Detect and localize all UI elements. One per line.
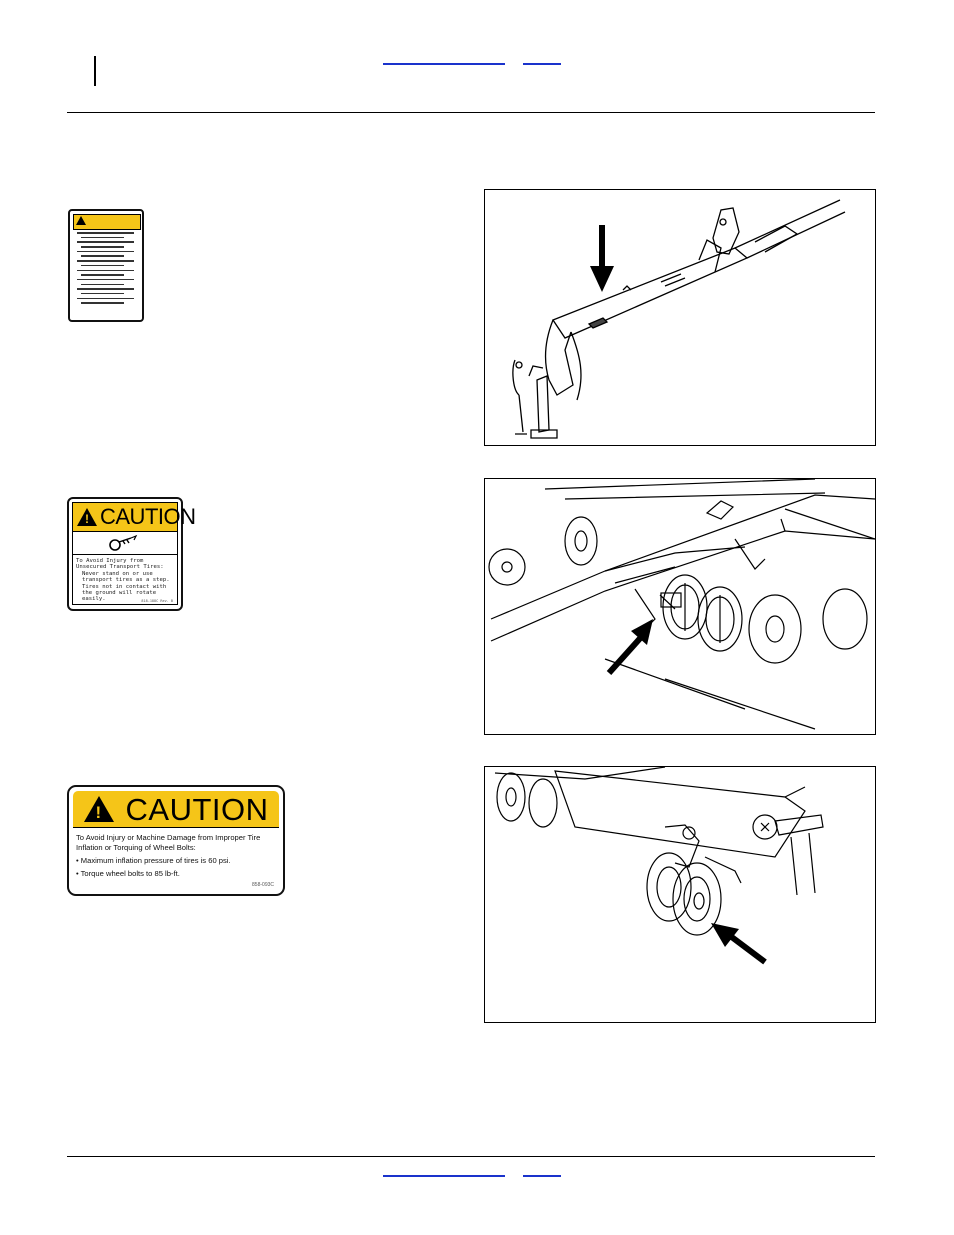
decal-text: To Avoid Injury from Unsecured Transport… <box>72 555 178 605</box>
footer-rule <box>67 1156 875 1157</box>
decal-signal-band: CAUTION <box>72 502 196 532</box>
warning-triangle-icon <box>83 796 114 823</box>
arrow-icon <box>590 225 614 292</box>
header-link-2[interactable] <box>523 63 561 65</box>
figure-gauge-wheels <box>484 766 876 1023</box>
signal-word: CAUTION <box>100 504 196 529</box>
footer-link-2[interactable] <box>523 1175 561 1177</box>
arrow-icon <box>606 619 653 676</box>
warning-triangle-icon <box>77 508 97 526</box>
header-link-1[interactable] <box>383 63 505 65</box>
decal-heading: To Avoid Injury from Unsecured Transport… <box>76 558 164 571</box>
header-rule <box>67 112 875 113</box>
decal-part-number: 818-188C Rev. B <box>141 599 173 603</box>
safety-decal-operating <box>68 209 144 322</box>
decal-item: Never stand on or use transport tires as… <box>82 570 170 584</box>
decal-signal-band: CAUTION <box>73 791 279 828</box>
safety-decal-transport-tires: CAUTION To Avoid Injury from Unsecured T… <box>67 497 196 611</box>
rotating-tire-icon <box>72 532 178 555</box>
figure-hitch-tongue <box>484 189 876 446</box>
decal-heading: To Avoid Injury or Machine Damage from I… <box>76 833 261 852</box>
decal-item: Tires not in contact with the ground wil… <box>82 583 167 603</box>
decal-fine-print <box>77 232 139 307</box>
signal-word: CAUTION <box>125 791 269 827</box>
decal-item: • Maximum inflation pressure of tires is… <box>76 856 231 865</box>
decal-signal-band <box>73 214 141 230</box>
decal-item: • Torque wheel bolts to 85 lb-ft. <box>76 869 180 878</box>
warning-triangle-icon <box>76 216 86 225</box>
footer-link-1[interactable] <box>383 1175 505 1177</box>
decal-text: To Avoid Injury or Machine Damage from I… <box>73 828 279 879</box>
figure-transport-tires <box>484 478 876 735</box>
arrow-icon <box>711 923 767 965</box>
decal-part-number: 858-093C <box>252 882 274 888</box>
header-margin-bar <box>94 56 96 86</box>
safety-decal-tire-inflation: CAUTION To Avoid Injury or Machine Damag… <box>67 785 285 896</box>
